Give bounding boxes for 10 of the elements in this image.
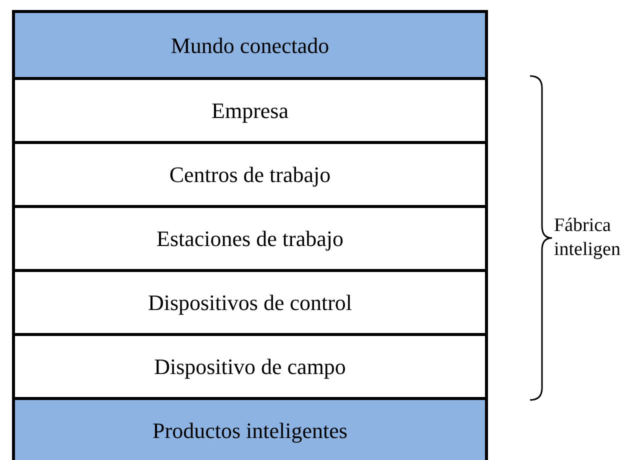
layer-box xyxy=(15,13,485,77)
layer-label: Dispositivo de campo xyxy=(154,353,346,381)
layer-box xyxy=(15,397,485,460)
layer-label: Dispositivos de control xyxy=(148,289,352,317)
layer-label: Mundo conectado xyxy=(170,32,330,60)
layer-label: Estaciones de trabajo xyxy=(156,225,344,253)
layer-label: Productos inteligentes xyxy=(152,417,348,445)
bracket-label: Fábrica inteligen xyxy=(554,214,622,262)
layer-label: Empresa xyxy=(212,97,288,125)
layer-label: Centros de trabajo xyxy=(169,161,331,189)
